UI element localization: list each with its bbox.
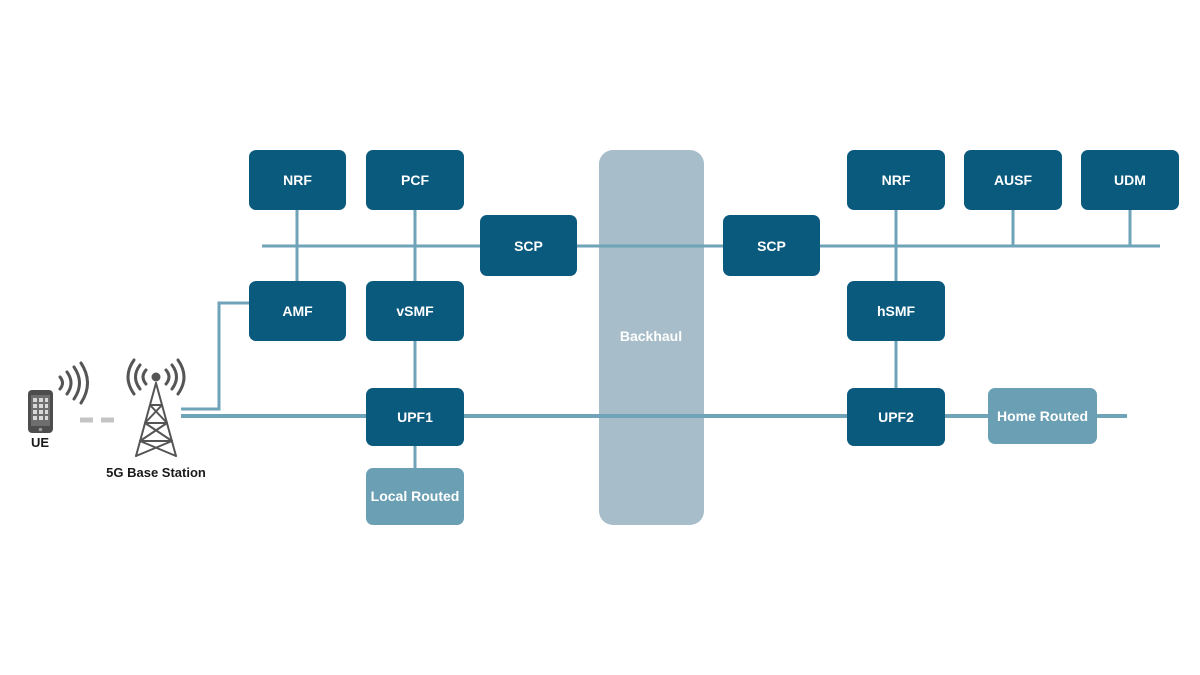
node-ausf: AUSF bbox=[964, 150, 1062, 210]
radio-waves-icon bbox=[126, 358, 186, 396]
smartphone-icon bbox=[28, 390, 53, 433]
node-udm: UDM bbox=[1081, 150, 1179, 210]
node-label: AUSF bbox=[994, 172, 1033, 188]
node-label: Home Routed bbox=[997, 408, 1088, 424]
node-label: hSMF bbox=[877, 303, 916, 319]
node-scp-right: SCP bbox=[723, 215, 820, 276]
connection-lines bbox=[181, 210, 1160, 468]
node-pcf: PCF bbox=[366, 150, 464, 210]
node-label: NRF bbox=[882, 172, 911, 188]
node-vsmf: vSMF bbox=[366, 281, 464, 341]
node-nrf-right: NRF bbox=[847, 150, 945, 210]
ue-label: UE bbox=[31, 435, 49, 450]
backhaul-band: Backhaul bbox=[599, 150, 704, 525]
node-label: PCF bbox=[401, 172, 429, 188]
ran-to-amf-line bbox=[181, 301, 249, 411]
node-label: UPF1 bbox=[397, 409, 433, 425]
node-home-routed: Home Routed bbox=[988, 388, 1097, 444]
base-station-label: 5G Base Station bbox=[106, 465, 206, 480]
node-label: NRF bbox=[283, 172, 312, 188]
backhaul-label: Backhaul bbox=[620, 328, 682, 344]
node-local-routed: Local Routed bbox=[366, 468, 464, 525]
node-nrf-left: NRF bbox=[249, 150, 346, 210]
node-label: SCP bbox=[514, 238, 543, 254]
node-label: UPF2 bbox=[878, 409, 914, 425]
node-upf2: UPF2 bbox=[847, 388, 945, 446]
node-label: vSMF bbox=[396, 303, 434, 319]
cell-tower-icon bbox=[135, 372, 177, 457]
node-scp-left: SCP bbox=[480, 215, 577, 276]
node-label: AMF bbox=[282, 303, 313, 319]
node-label: Local Routed bbox=[371, 488, 460, 504]
node-hsmf: hSMF bbox=[847, 281, 945, 341]
node-amf: AMF bbox=[249, 281, 346, 341]
node-label: SCP bbox=[757, 238, 786, 254]
node-label: UDM bbox=[1114, 172, 1146, 188]
radio-waves-icon bbox=[58, 361, 89, 405]
node-upf1: UPF1 bbox=[366, 388, 464, 446]
